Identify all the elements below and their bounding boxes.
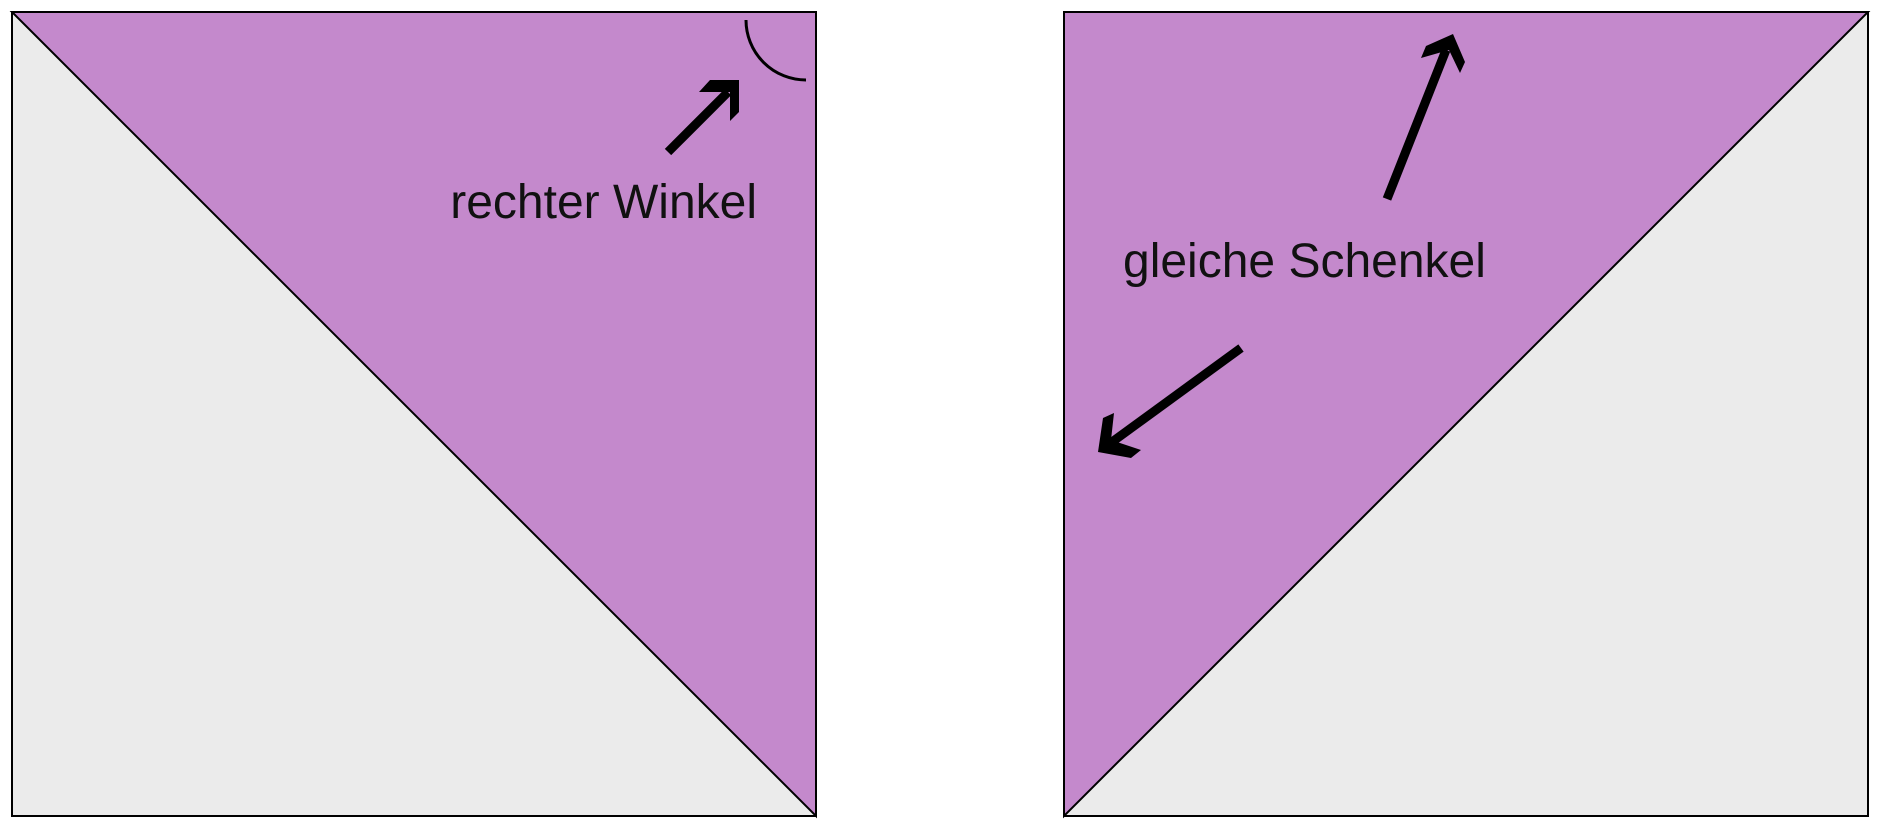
lower-leg-arrow-icon	[1098, 344, 1244, 458]
right-square-group: gleiche Schenkel	[1063, 11, 1871, 819]
equal-legs-label: gleiche Schenkel	[1123, 235, 1486, 288]
right-angle-label: rechter Winkel	[450, 176, 757, 229]
upper-leg-arrow-icon	[1382, 34, 1465, 201]
right-angle-arrow-icon	[664, 80, 739, 156]
left-square-group: rechter Winkel	[9, 11, 817, 819]
right-angle-arc	[744, 19, 807, 82]
left-right-triangle	[9, 11, 817, 819]
right-isosceles-triangle	[1063, 11, 1871, 819]
